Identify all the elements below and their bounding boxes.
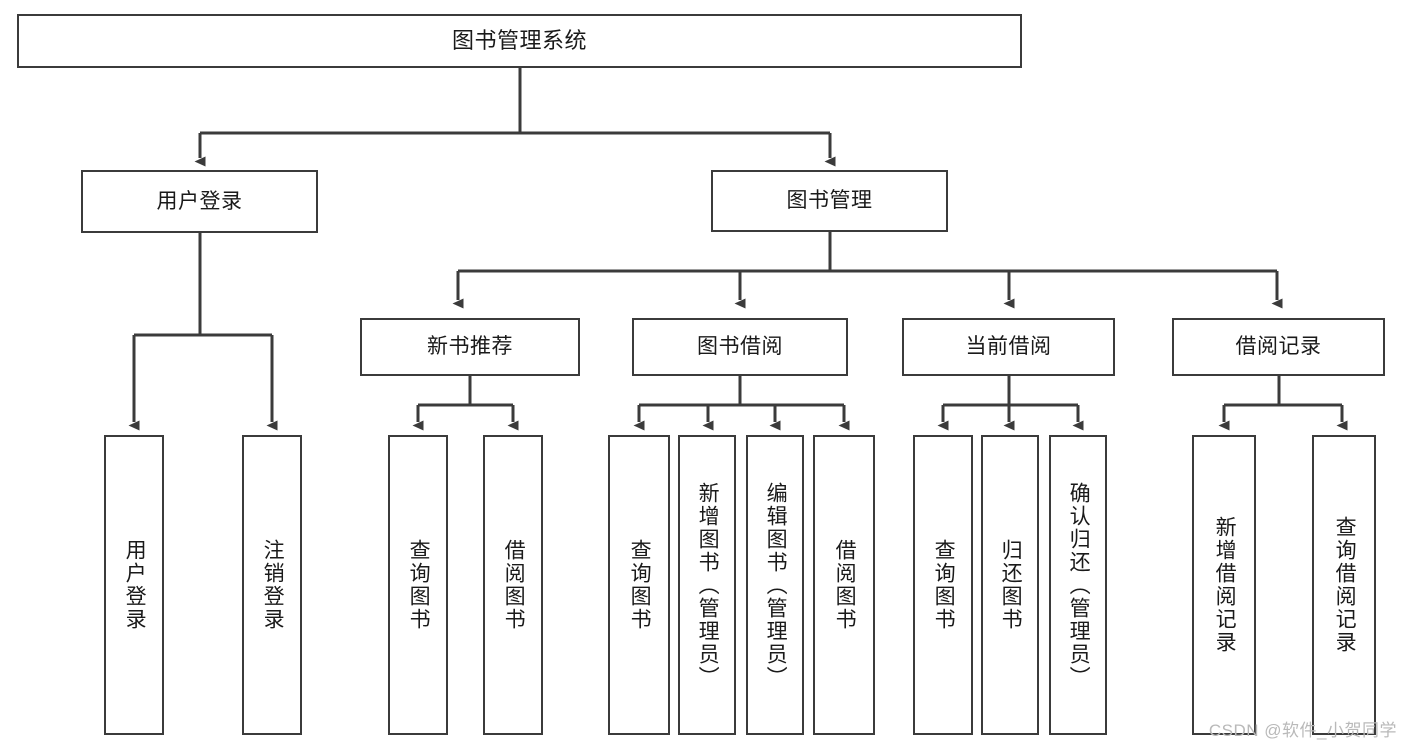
node-root-system[interactable]: 图书管理系统 <box>17 14 1022 68</box>
leaf-edit-book-admin[interactable]: 编辑图书（管理员） <box>746 435 804 735</box>
leaf-confirm-return-admin[interactable]: 确认归还（管理员） <box>1049 435 1107 735</box>
node-borrow-record[interactable]: 借阅记录 <box>1172 318 1385 376</box>
node-book-borrow[interactable]: 图书借阅 <box>632 318 848 376</box>
leaf-borrow-book[interactable]: 借阅图书 <box>813 435 875 735</box>
leaf-query-book-current[interactable]: 查询图书 <box>913 435 973 735</box>
leaf-add-borrow-record[interactable]: 新增借阅记录 <box>1192 435 1256 735</box>
node-new-book-recommend[interactable]: 新书推荐 <box>360 318 580 376</box>
leaf-user-login[interactable]: 用户登录 <box>104 435 164 735</box>
node-user-login[interactable]: 用户登录 <box>81 170 318 233</box>
leaf-borrow-book-recommend[interactable]: 借阅图书 <box>483 435 543 735</box>
node-current-borrow[interactable]: 当前借阅 <box>902 318 1115 376</box>
leaf-logout-login[interactable]: 注销登录 <box>242 435 302 735</box>
leaf-query-borrow-record[interactable]: 查询借阅记录 <box>1312 435 1376 735</box>
leaf-add-book-admin[interactable]: 新增图书（管理员） <box>678 435 736 735</box>
node-book-manage[interactable]: 图书管理 <box>711 170 948 232</box>
leaf-query-book-borrow[interactable]: 查询图书 <box>608 435 670 735</box>
leaf-query-book-recommend[interactable]: 查询图书 <box>388 435 448 735</box>
leaf-return-book[interactable]: 归还图书 <box>981 435 1039 735</box>
